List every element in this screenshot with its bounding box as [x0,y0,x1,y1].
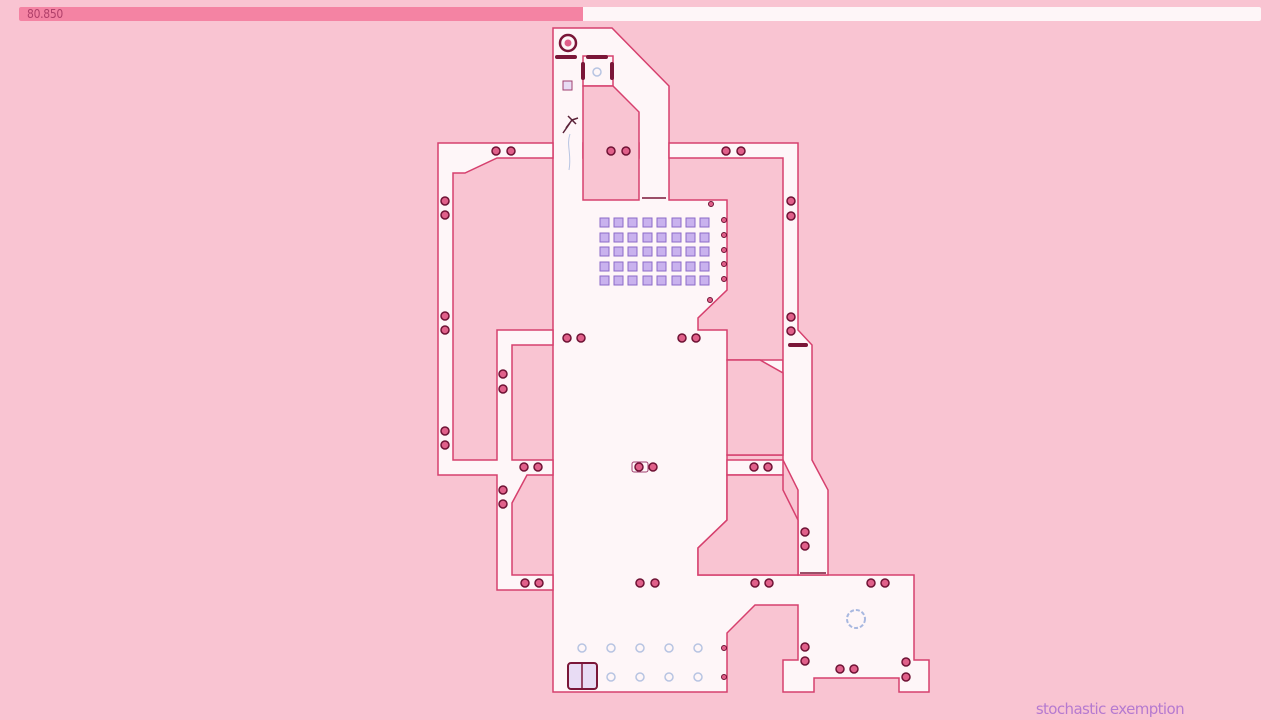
mines [440,146,911,682]
level-floor [437,27,930,693]
exit-door [567,662,598,690]
ninja-player [562,115,579,171]
bounce-block [631,461,649,473]
level-walls [582,85,799,576]
launch-pads [642,197,826,574]
time-remaining-fill [19,7,583,21]
time-remaining-bar: 80.850 [19,7,1261,21]
toggle-mines [577,67,703,682]
exit-switch [558,33,578,53]
door-switch [562,80,573,91]
drone-icon [846,609,866,629]
locked-doors [555,55,808,347]
turrets [707,201,727,680]
level-name: stochastic exemption [1035,700,1185,718]
gold-grid [599,217,710,286]
time-remaining-value: 80.850 [27,7,63,21]
